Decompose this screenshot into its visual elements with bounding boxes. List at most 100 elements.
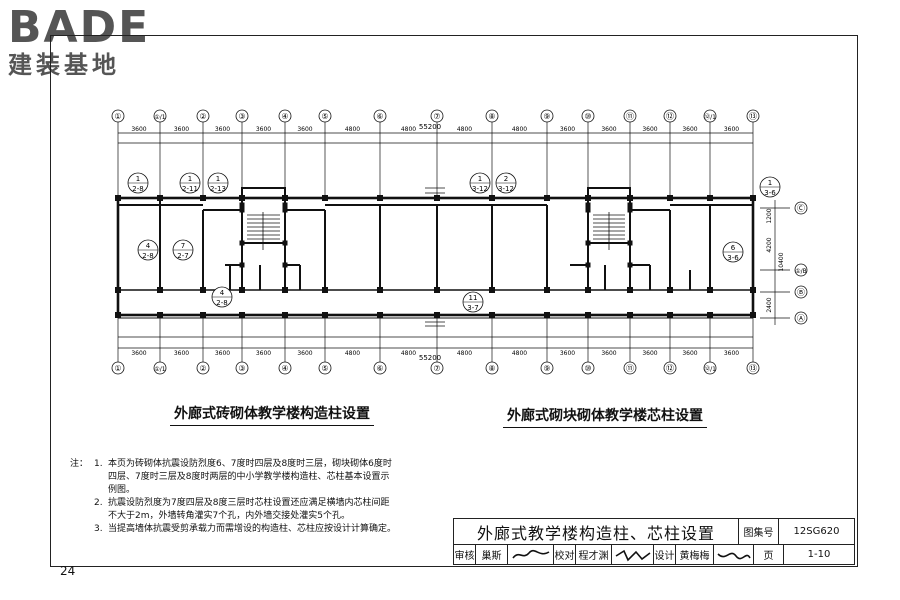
total-dimension-top: 55200: [419, 123, 441, 131]
note-1-line-1: 本页为砖砌体抗震设防烈度6、7度时四层及8度时三层，砌块砌体6度时: [108, 459, 392, 469]
top-dim-8: 4800: [512, 126, 527, 133]
side-dimension-lines: [760, 200, 790, 325]
bottom-dim-0: 3600: [131, 350, 146, 357]
axis-label-3-bottom: ③: [238, 364, 245, 373]
drawing-frame: [50, 35, 858, 567]
top-dim-13: 3600: [724, 126, 739, 133]
bottom-dim-3: 3600: [256, 350, 271, 357]
detail-tag-8-number: 1: [768, 179, 772, 187]
top-dim-1: 3600: [174, 126, 189, 133]
top-dim-2: 3600: [215, 126, 230, 133]
reviewer-signature: [508, 545, 554, 564]
bottom-dim-4: 3600: [297, 350, 312, 357]
note-3-line-1: 当提高墙体抗震受剪承载力而需增设的构造柱、芯柱应按设计计算确定。: [108, 524, 397, 534]
axis-label-11-top: ⑪: [626, 112, 634, 121]
row-axis-bubbles: Ⓒ ①/B Ⓑ Ⓐ: [794, 201, 808, 325]
axis-lines: [117, 122, 754, 362]
top-dim-9: 3600: [560, 126, 575, 133]
bottom-dim-8: 4800: [512, 350, 527, 357]
logo-text-en: BADE: [8, 2, 151, 53]
detail-tag-6-sheet: 3-12: [472, 185, 488, 193]
check-label: 校对: [554, 545, 576, 564]
top-dim-12: 3600: [682, 126, 697, 133]
review-label: 审核: [454, 545, 476, 564]
top-dim-11: 3600: [642, 126, 657, 133]
row-axis-C: Ⓒ: [797, 204, 805, 213]
axis-label-10-top: ⑩: [584, 112, 591, 121]
side-dim-3: 10400: [778, 252, 785, 271]
axis-label-6-top: ⑥: [376, 112, 383, 121]
reviewer-name: 巢斯: [476, 545, 508, 564]
axis-label-8-bottom: ⑧: [488, 364, 495, 373]
bottom-dim-1: 3600: [174, 350, 189, 357]
bottom-dim-9: 3600: [560, 350, 575, 357]
axis-label-9-bottom: ⑨: [543, 364, 550, 373]
notes-section: 注： 1. 本页为砖砌体抗震设防烈度6、7度时四层及8度时三层，砌块砌体6度时 …: [70, 458, 455, 536]
detail-tag-4-number: 7: [181, 242, 185, 250]
checker-signature: [612, 545, 654, 564]
break-line: [425, 187, 445, 327]
top-dim-3: 3600: [256, 126, 271, 133]
axis-label-4-bottom: ④: [281, 364, 288, 373]
logo-text-cn: 建装基地: [8, 51, 120, 79]
atlas-label: 图集号: [739, 519, 779, 545]
axis-label-13-bottom: ⑫/1: [704, 365, 716, 373]
detail-tag-2-number: 1: [216, 175, 220, 183]
detail-tag-4-sheet: 2-7: [177, 252, 188, 260]
axis-label-6-bottom: ⑥: [376, 364, 383, 373]
designer-name: 黄梅梅: [676, 545, 714, 564]
top-dim-0: 3600: [131, 126, 146, 133]
axis-label-8-top: ⑧: [488, 112, 495, 121]
axis-label-5-bottom: ⑤: [321, 364, 328, 373]
axis-label-11-bottom: ⑪: [626, 364, 634, 373]
axis-label-12-top: ⑫: [666, 112, 674, 121]
note-1-line-2: 四层、7度时三层及8度时两层的中小学教学楼构造柱、芯柱基本设置示: [108, 472, 390, 482]
detail-tag-2-sheet: 2-13: [210, 185, 226, 193]
note-2-line-2: 不大于2m，外墙转角灌实7个孔，内外墙交接处灌实5个孔。: [108, 511, 350, 521]
axis-label-4-top: ④: [281, 112, 288, 121]
detail-tag-0-number: 1: [136, 175, 140, 183]
detail-tags: 12-812-1112-1342-872-742-813-1223-1213-6…: [127, 172, 781, 313]
axis-label-12-bottom: ⑫: [666, 364, 674, 373]
design-label: 设计: [654, 545, 676, 564]
detail-tag-5-sheet: 2-8: [216, 299, 227, 307]
axis-label-1-bottom: ①/1: [154, 366, 165, 373]
sheet-page-number: 1-10: [807, 549, 831, 560]
detail-tag-8-sheet: 3-6: [764, 189, 776, 197]
side-dimensions: 1200 4200 10400 2400: [766, 208, 785, 312]
detail-tag-10-sheet: 3-7: [467, 304, 478, 312]
axis-label-10-bottom: ⑩: [584, 364, 591, 373]
detail-tag-9-sheet: 3-6: [727, 254, 739, 262]
detail-tag-3-sheet: 2-8: [142, 252, 153, 260]
axis-label-9-top: ⑨: [543, 112, 550, 121]
checker-name: 程才渊: [576, 545, 612, 564]
designer-signature: [714, 545, 754, 564]
axis-label-1-top: ①/1: [154, 114, 165, 121]
detail-tag-0-sheet: 2-8: [132, 185, 143, 193]
axis-label-0-top: ①: [114, 112, 121, 121]
note-number-1: 1.: [94, 459, 103, 469]
row-axis-1B: ①/B: [795, 268, 807, 275]
detail-tag-7-sheet: 3-12: [498, 185, 514, 193]
axis-label-3-top: ③: [238, 112, 245, 121]
title-block: 外廊式教学楼构造柱、芯柱设置 图集号 12SG620 审核 巢斯 校对 程才渊 …: [453, 518, 855, 565]
top-dim-7: 4800: [457, 126, 472, 133]
top-dim-5: 4800: [345, 126, 360, 133]
stair-treads: [247, 212, 625, 250]
axis-label-5-top: ⑤: [321, 112, 328, 121]
top-dim-4: 3600: [297, 126, 312, 133]
side-dim-2: 4200: [766, 237, 773, 252]
page-number: 24: [60, 564, 76, 578]
bottom-dim-13: 3600: [724, 350, 739, 357]
detail-tag-7-number: 2: [504, 175, 508, 183]
bottom-dim-10: 3600: [601, 350, 616, 357]
axis-label-2-top: ②: [199, 112, 206, 121]
axis-label-7-top: ⑦: [433, 112, 440, 121]
bottom-dim-5: 4800: [345, 350, 360, 357]
bottom-dim-11: 3600: [642, 350, 657, 357]
axis-label-13-top: ⑫/1: [704, 113, 716, 121]
row-axis-B: Ⓑ: [797, 288, 805, 297]
